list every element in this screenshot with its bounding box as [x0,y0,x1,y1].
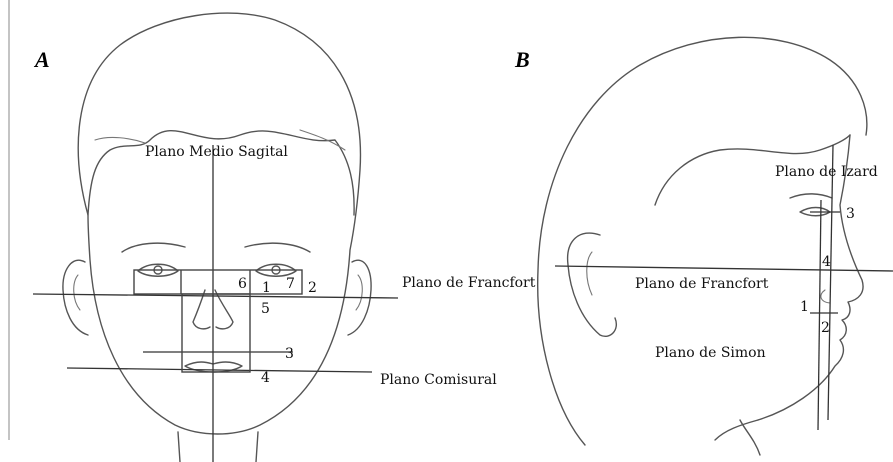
right-ear-inner [356,275,362,310]
number-3-b: 3 [846,206,855,222]
profile-ear-inner [587,252,592,295]
simon-line [828,145,833,420]
panel-a-letter: A [33,47,50,72]
label-frankfort-plane-a: Plano de Francfort [402,275,536,291]
left-ear [63,260,88,335]
profile-eyebrow [790,194,832,198]
number-1-a: 1 [262,280,271,296]
nostril [821,290,830,303]
left-ear-inner [74,275,80,310]
izard-line [818,200,821,430]
head-outline-profile [538,37,867,445]
number-2-b: 2 [821,320,830,336]
label-izard-plane: Plano de Izard [775,164,878,180]
number-3-a: 3 [285,346,294,362]
panel-a-drawing [63,13,371,462]
neck-right [256,432,258,462]
number-5-a: 5 [261,301,270,317]
label-commissural-plane: Plano Comisural [380,372,497,388]
number-6-a: 6 [238,276,247,292]
panel-b-drawing [538,37,867,455]
number-4-a: 4 [261,370,270,386]
neck-left [178,432,180,462]
profile-ear [568,233,617,336]
number-1-b: 1 [800,299,809,315]
number-7-a: 7 [286,276,295,292]
label-frankfort-plane-b: Plano de Francfort [635,276,769,292]
hair-strand [95,137,145,143]
panel-b-letter: B [514,47,530,72]
number-4-b: 4 [822,254,831,270]
number-2-a: 2 [308,280,317,296]
frankfort-line-b [555,266,893,271]
label-simon-plane: Plano de Simon [655,345,766,361]
right-eyebrow [245,243,310,252]
left-eyebrow [122,243,185,252]
label-sagittal-plane: Plano Medio Sagital [145,144,288,160]
nose-box [182,294,250,372]
neck-front [740,420,760,455]
